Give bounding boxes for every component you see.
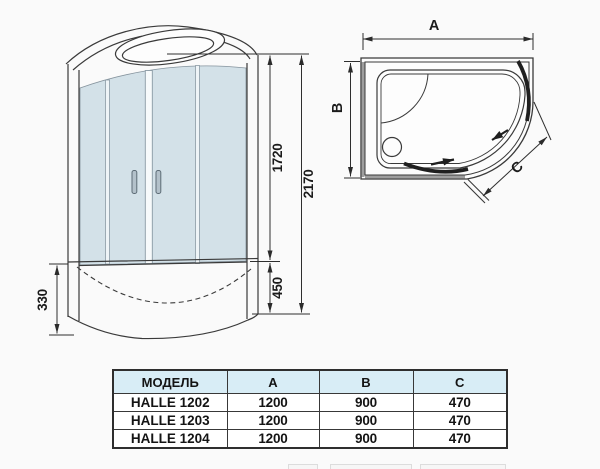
dim-label-B: B [330, 103, 346, 113]
right-frame-profile [246, 55, 259, 319]
right-door-handle [155, 170, 162, 194]
top-view [360, 57, 534, 204]
dim-c-cell: 470 [412, 411, 508, 430]
dim-a-cell: 1200 [226, 411, 320, 430]
dim-label-1720: 1720 [270, 144, 285, 173]
dim-c-cell: 470 [412, 393, 508, 412]
roof-dome-outer [114, 28, 226, 66]
tray-top-edge [67, 257, 259, 267]
model-name-cell: HALLE 1203 [112, 411, 228, 430]
model-spec-table: МОДЕЛЬ A B C HALLE 1202 1200 900 470 HAL… [112, 369, 508, 449]
dim-a-cell: 1200 [226, 429, 320, 449]
dim-a-cell: 1200 [226, 393, 320, 412]
dim-b-cell: 900 [318, 429, 414, 449]
extension-ticks-A [362, 33, 534, 50]
col-header-c: C [412, 369, 508, 394]
cabin-diagram-svg: 1720 450 2170 330 [35, 18, 552, 340]
model-name-cell: HALLE 1202 [112, 393, 228, 412]
spec-row: HALLE 1203 1200 900 470 [112, 411, 508, 430]
drain-circle [381, 136, 403, 158]
tray-outline-inner [380, 73, 521, 164]
sliding-door-bottom [403, 161, 469, 174]
dim-label-C: C [508, 158, 527, 177]
dim-label-2170: 2170 [301, 170, 316, 199]
model-name-cell: HALLE 1204 [112, 429, 228, 449]
col-header-b: B [318, 369, 414, 394]
dim-c-cell: 470 [412, 429, 508, 449]
extension-line-C-top [533, 101, 552, 141]
dim-b-cell: 900 [318, 411, 414, 430]
roof-dome-inner [121, 36, 215, 63]
door-meeting-stiles [144, 70, 153, 264]
dim-b-cell: 900 [318, 393, 414, 412]
tray-rim-dashed [76, 266, 252, 304]
dim-label-330: 330 [35, 289, 50, 311]
panel-divider-left [105, 79, 110, 265]
roof-outer-edge [65, 25, 258, 65]
col-header-model: МОДЕЛЬ [112, 369, 228, 394]
corner-seat-arc [380, 73, 429, 124]
front-view-dimensions: 1720 450 2170 330 [35, 53, 316, 336]
glass-panels [79, 65, 247, 266]
extension-ticks-B [344, 61, 360, 179]
left-frame-profile [67, 64, 80, 321]
cropped-row-artifact [420, 464, 506, 469]
sliding-door-right [516, 60, 531, 122]
spec-row: HALLE 1204 1200 900 470 [112, 429, 508, 449]
door-direction-arrow-right [430, 158, 455, 166]
dim-label-450: 450 [270, 277, 285, 299]
cropped-row-artifact [330, 464, 412, 469]
door-edge-profile [463, 179, 490, 204]
apron-bottom-curve [67, 313, 259, 340]
dim-line-C [482, 136, 548, 197]
spec-row: HALLE 1202 1200 900 470 [112, 393, 508, 412]
front-view [65, 25, 259, 340]
col-header-a: A [226, 369, 320, 394]
cropped-row-artifact [288, 464, 318, 469]
panel-divider-right [195, 65, 200, 264]
left-door-handle [131, 170, 138, 194]
dim-label-A: A [429, 18, 440, 34]
spec-header-row: МОДЕЛЬ A B C [112, 369, 508, 394]
